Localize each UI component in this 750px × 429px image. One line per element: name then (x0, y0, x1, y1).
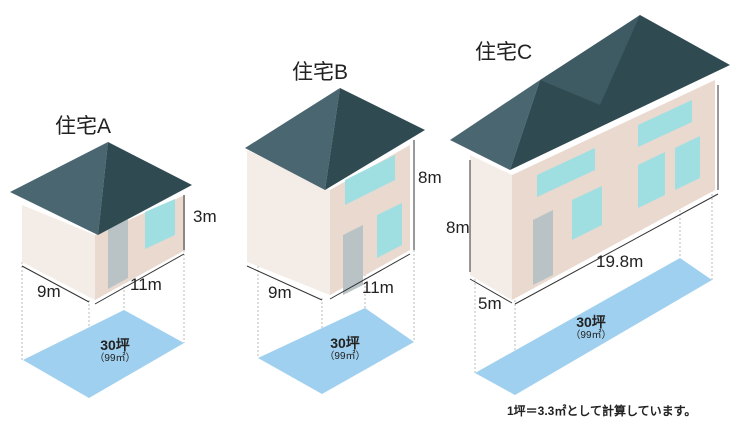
dimension-lines (21, 193, 719, 305)
window (345, 155, 395, 205)
house-c-area: 30坪 （99㎡） (566, 314, 616, 342)
house-c-width: 19.8m (596, 252, 644, 271)
house-a-width: 11m (130, 275, 162, 294)
footprint-b (258, 308, 414, 394)
footprint-a (23, 310, 184, 398)
area-m2: （99㎡） (324, 351, 366, 363)
house-b-height: 8m (418, 168, 442, 187)
house-c-depth: 5m (478, 294, 502, 313)
house-a (10, 142, 192, 300)
footprints (23, 258, 712, 398)
area-tsubo: 30坪 (576, 314, 606, 330)
house-a-area: 30坪 （99㎡） (90, 337, 140, 365)
area-m2: （99㎡） (570, 330, 612, 342)
conversion-note: 1坪＝3.3㎡として計算しています。 (507, 404, 697, 418)
footprint-c (475, 258, 712, 395)
window (145, 199, 175, 249)
area-tsubo: 30坪 (100, 337, 130, 353)
house-b (245, 88, 425, 295)
house-a-depth: 9m (37, 282, 61, 301)
area-m2: （99㎡） (94, 353, 136, 365)
house-b-depth: 9m (268, 283, 292, 302)
house-a-title: 住宅A (55, 115, 112, 138)
house-c-height: 8m (446, 218, 470, 237)
house-a-height: 3m (193, 207, 217, 226)
area-tsubo: 30坪 (330, 335, 360, 351)
house-b-area: 30坪 （99㎡） (320, 335, 370, 363)
house-b-title: 住宅B (292, 61, 349, 84)
house-c-title: 住宅C (475, 41, 533, 64)
window (377, 203, 402, 258)
house-b-width: 11m (362, 278, 394, 297)
house-c (450, 15, 730, 300)
